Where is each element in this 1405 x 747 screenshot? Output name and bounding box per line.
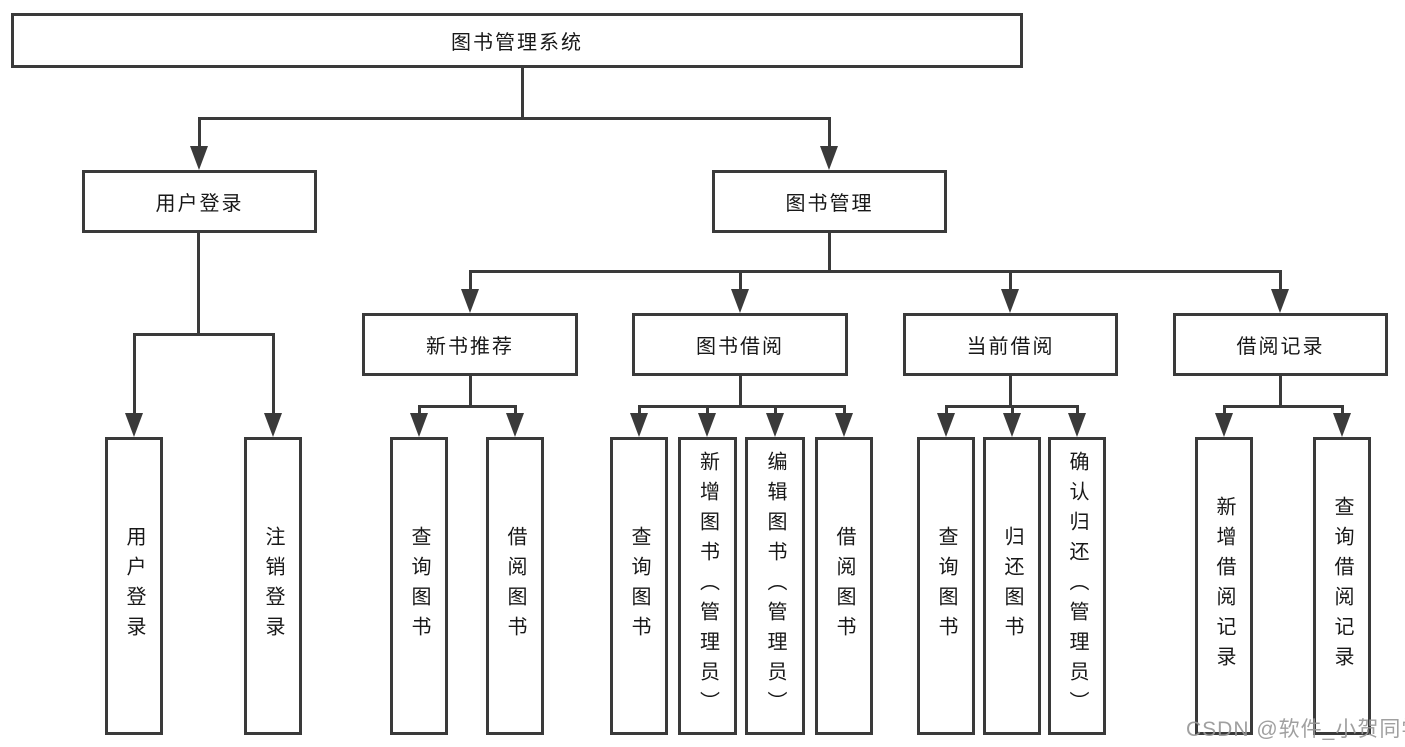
connector-arrowhead <box>410 413 428 437</box>
leaf-borrow-books-recommend: 借阅图书 <box>486 437 544 735</box>
connector-line <box>469 270 1282 273</box>
node-label: 新增借阅记录 <box>1213 496 1235 676</box>
node-new-book-recommend: 新书推荐 <box>362 313 578 376</box>
leaf-add-borrow-record: 新增借阅记录 <box>1195 437 1253 735</box>
connector-arrowhead <box>506 413 524 437</box>
connector-arrowhead <box>630 413 648 437</box>
connector-arrowhead <box>937 413 955 437</box>
node-label: 图书管理 <box>785 193 874 215</box>
leaf-edit-books-admin: 编辑图书（管理员） <box>745 437 805 735</box>
connector-arrowhead <box>125 413 143 437</box>
node-label: 图书借阅 <box>696 336 784 358</box>
leaf-return-books: 归还图书 <box>983 437 1041 735</box>
connector-line <box>739 270 742 292</box>
connector-line <box>418 405 517 408</box>
connector-arrowhead <box>1001 289 1019 313</box>
connector-line <box>514 405 517 417</box>
leaf-query-borrow-record: 查询借阅记录 <box>1313 437 1371 735</box>
leaf-borrow-books: 借阅图书 <box>815 437 873 735</box>
connector-line <box>1223 405 1344 408</box>
connector-line <box>828 117 831 151</box>
connector-line <box>1279 270 1282 292</box>
node-label: 当前借阅 <box>966 336 1055 358</box>
node-label: 注销登录 <box>262 526 284 646</box>
connector-line <box>1341 405 1344 417</box>
connector-arrowhead <box>264 413 282 437</box>
leaf-add-books-admin: 新增图书（管理员） <box>678 437 737 735</box>
connector-line <box>133 333 136 415</box>
connector-arrowhead <box>766 413 784 437</box>
connector-line <box>843 405 846 417</box>
connector-line <box>418 405 421 417</box>
node-label: 归还图书 <box>1001 526 1023 646</box>
node-label: 新增图书（管理员） <box>696 451 719 721</box>
leaf-query-books-recommend: 查询图书 <box>390 437 448 735</box>
connector-line <box>638 405 846 408</box>
connector-line <box>1279 376 1282 407</box>
connector-line <box>739 376 742 407</box>
node-label: 查询图书 <box>628 526 650 646</box>
node-label: 用户登录 <box>155 193 244 215</box>
connector-arrowhead <box>820 146 838 170</box>
connector-line <box>1011 405 1014 417</box>
leaf-user-login: 用户登录 <box>105 437 163 735</box>
connector-arrowhead <box>1003 413 1021 437</box>
connector-line <box>945 405 948 417</box>
connector-line <box>1223 405 1226 417</box>
leaf-query-books-current: 查询图书 <box>917 437 975 735</box>
connector-line <box>1009 270 1012 292</box>
connector-arrowhead <box>1215 413 1233 437</box>
connector-line <box>774 405 777 417</box>
leaf-confirm-return-admin: 确认归还（管理员） <box>1048 437 1106 735</box>
connector-line <box>198 117 831 120</box>
connector-line <box>521 67 524 120</box>
connector-line <box>469 270 472 292</box>
node-label: 查询图书 <box>935 526 957 646</box>
connector-arrowhead <box>731 289 749 313</box>
connector-line <box>272 333 275 415</box>
leaf-logout: 注销登录 <box>244 437 302 735</box>
node-label: 图书管理系统 <box>451 32 583 54</box>
connector-line <box>469 376 472 407</box>
node-label: 编辑图书（管理员） <box>764 451 786 721</box>
connector-line <box>828 233 831 273</box>
node-library-management-system: 图书管理系统 <box>11 13 1023 68</box>
connector-arrowhead <box>190 146 208 170</box>
connector-line <box>133 333 275 336</box>
node-label: 查询借阅记录 <box>1331 496 1353 676</box>
node-current-borrow: 当前借阅 <box>903 313 1118 376</box>
connector-arrowhead <box>1068 413 1086 437</box>
connector-arrowhead <box>1271 289 1289 313</box>
connector-line <box>1076 405 1079 417</box>
node-book-borrow: 图书借阅 <box>632 313 848 376</box>
connector-arrowhead <box>835 413 853 437</box>
connector-line <box>198 117 201 151</box>
node-label: 查询图书 <box>408 526 430 646</box>
connector-arrowhead <box>1333 413 1351 437</box>
connector-line <box>706 405 709 417</box>
connector-arrowhead <box>461 289 479 313</box>
node-label: 用户登录 <box>123 526 145 646</box>
connector-line <box>638 405 641 417</box>
node-label: 借阅图书 <box>504 526 526 646</box>
connector-line <box>1009 376 1012 407</box>
node-user-login-branch: 用户登录 <box>82 170 317 233</box>
node-book-management-branch: 图书管理 <box>712 170 947 233</box>
leaf-query-books-borrow: 查询图书 <box>610 437 668 735</box>
csdn-watermark: CSDN @软件_小贺同学 <box>1186 718 1405 741</box>
node-label: 借阅记录 <box>1236 336 1325 358</box>
connector-line <box>197 233 200 336</box>
node-label: 借阅图书 <box>833 526 855 646</box>
node-label: 确认归还（管理员） <box>1066 451 1088 721</box>
connector-arrowhead <box>698 413 716 437</box>
node-label: 新书推荐 <box>426 336 514 358</box>
node-borrow-records: 借阅记录 <box>1173 313 1388 376</box>
